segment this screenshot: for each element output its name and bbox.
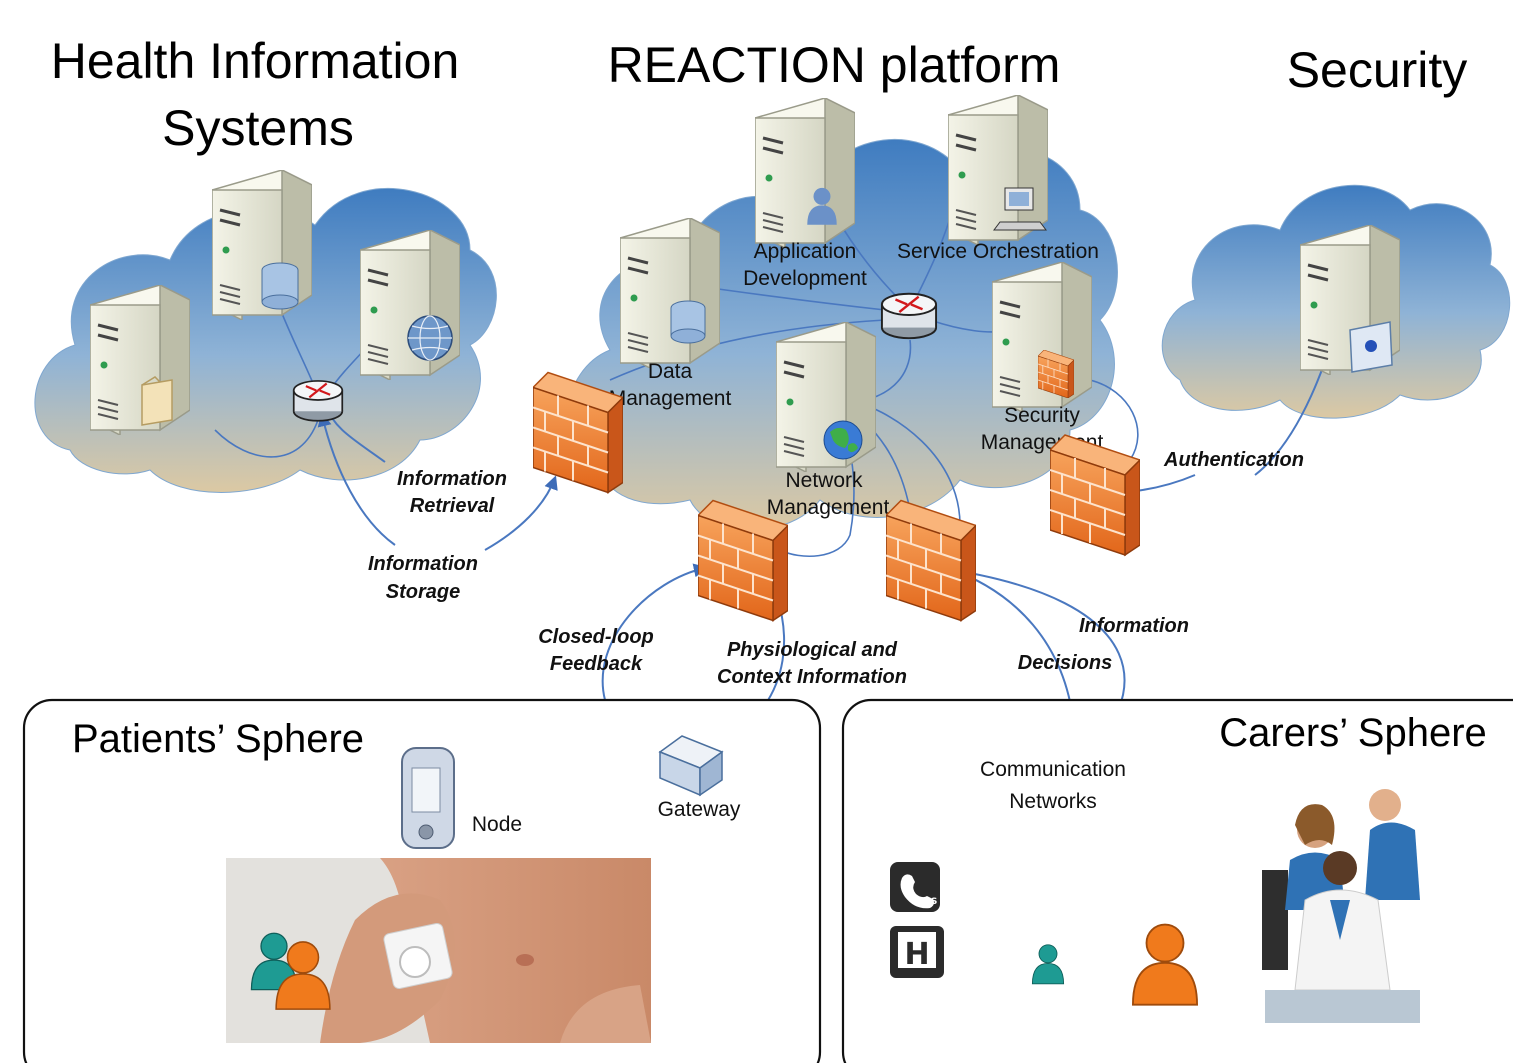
sos-phone-icon: SOS: [890, 862, 940, 912]
label-security-management: Security: [1004, 404, 1080, 427]
his-server-web: [360, 230, 460, 380]
his-server-records: [90, 285, 190, 435]
firewall-carers: [886, 499, 976, 622]
label-communication-networks: Communication: [980, 758, 1126, 781]
svg-text:H: H: [904, 937, 929, 972]
arrow-information-storage: [317, 412, 396, 546]
label-information-retrieval: Information: [397, 468, 507, 490]
heading-security: Security: [1287, 42, 1468, 98]
hospital-icon: H: [890, 926, 944, 978]
server-service-orchestration: [948, 95, 1048, 245]
label-network-management-line2: Management: [767, 496, 890, 519]
label-application-development: Application: [754, 240, 857, 263]
server-application-development: [755, 98, 855, 248]
label-network-management: Network: [785, 469, 863, 492]
server-data-management: [620, 218, 720, 368]
label-information-storage-line2: Storage: [386, 581, 460, 603]
label-closed-loop-feedback: Closed-loop: [538, 626, 654, 648]
label-decisions: Decisions: [1018, 652, 1112, 674]
svg-text:SOS: SOS: [917, 897, 938, 907]
label-service-orchestration: Service Orchestration: [897, 240, 1099, 263]
label-information-retrieval-line2: Retrieval: [410, 495, 495, 517]
his-server-database: [212, 170, 312, 320]
patients-sphere-title: Patients’ Sphere: [72, 717, 364, 761]
label-closed-loop-feedback-line2: Feedback: [550, 653, 643, 675]
label-physiological-context-line2: Context Information: [717, 666, 907, 688]
platform-router-icon: [880, 292, 938, 340]
arrow-data-to-firewall: [484, 475, 558, 551]
heading-health-information-systems-line2: Systems: [162, 100, 354, 156]
server-security-management: [992, 262, 1092, 412]
label-node: Node: [472, 813, 522, 836]
label-information: Information: [1079, 615, 1189, 637]
label-authentication: Authentication: [1163, 449, 1304, 471]
arrow-closed-loop-feedback: [601, 563, 708, 701]
label-data-management: Data: [648, 360, 693, 383]
label-application-development-line2: Development: [743, 267, 867, 290]
server-network-management: [776, 322, 876, 472]
label-data-management-line2: Management: [609, 387, 732, 410]
label-information-storage: Information: [368, 553, 478, 575]
carers-sphere-title: Carers’ Sphere: [1219, 711, 1487, 755]
server-authentication: [1300, 225, 1400, 375]
label-physiological-context: Physiological and: [727, 639, 898, 661]
heading-reaction-platform: REACTION platform: [608, 37, 1061, 93]
his-router-icon: [292, 379, 344, 422]
carers-photo: [1260, 783, 1420, 1023]
firewall-security: [1050, 433, 1140, 557]
gateway-icon: [658, 735, 724, 797]
label-communication-networks-line2: Networks: [1009, 790, 1097, 813]
heading-health-information-systems: Health Information: [51, 33, 460, 89]
node-device-icon: [401, 747, 455, 849]
label-gateway: Gateway: [658, 798, 741, 821]
